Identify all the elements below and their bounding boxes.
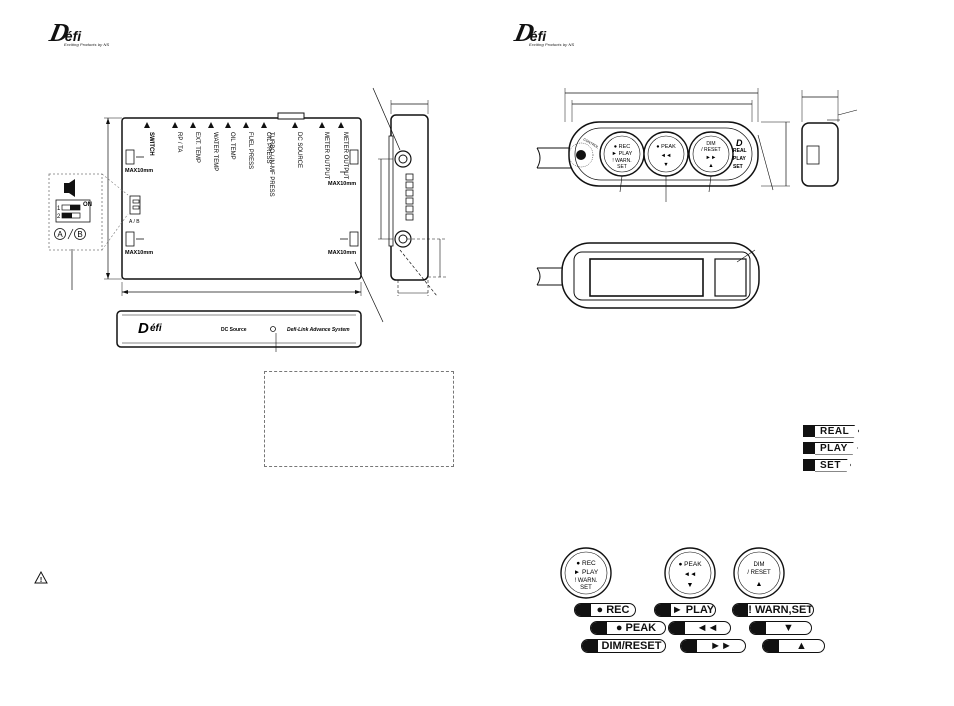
svg-text:►►: ►► [706, 155, 717, 161]
pill-play: ► PLAY [654, 603, 716, 617]
svg-text:!: ! [40, 577, 42, 584]
side-label-real: REAL [733, 148, 747, 154]
dc-source-led [270, 326, 276, 332]
dip-small-label: A / B [129, 219, 140, 225]
svg-text:/ RESET: / RESET [747, 570, 771, 576]
port-label-ext-temp: EXT. TEMP [194, 132, 200, 163]
controller-diagram: CONTROL ● REC ► PLAY ! WARN. SET ● PEAK … [536, 88, 858, 599]
mode-badge-real: REAL [803, 424, 860, 438]
port-label-rp: RP / TA [176, 132, 182, 152]
dip-on-label: ON [83, 202, 92, 208]
svg-text:▼: ▼ [663, 162, 668, 168]
svg-text:SET: SET [580, 585, 592, 591]
pill-peak: ● PEAK [590, 621, 666, 635]
svg-text:► PLAY: ► PLAY [574, 569, 599, 576]
port-label-dc-source: DC SOURCE [296, 132, 302, 168]
controller-logo-mark: D [736, 138, 743, 148]
front-logo-mark: D [138, 320, 149, 337]
dip-pos-1: 1 [57, 206, 61, 212]
svg-text:◄◄: ◄◄ [661, 153, 672, 159]
mode-badge-set: SET [803, 458, 851, 472]
svg-text:DIM: DIM [754, 562, 765, 568]
legend-button-rec: ● REC ► PLAY ! WARN. SET [560, 547, 612, 599]
unit-side-view [390, 114, 429, 281]
side-label-play: PLAY [733, 156, 747, 162]
port-label-meter-output-2: METER OUTPUT [342, 132, 348, 180]
svg-text:● REC: ● REC [614, 144, 630, 150]
speaker-icon [69, 179, 75, 197]
svg-text:▼: ▼ [687, 582, 694, 589]
svg-text:◄◄: ◄◄ [684, 571, 697, 578]
controller-side-view [801, 122, 839, 187]
svg-text:B: B [77, 230, 82, 239]
unit-top-view [121, 117, 362, 280]
port-label-meter-output-1: METER OUTPUT [323, 132, 329, 180]
legend-button-peak: ● PEAK ◄◄ ▼ [664, 547, 716, 599]
svg-text:● PEAK: ● PEAK [656, 144, 676, 150]
display-window [589, 258, 704, 297]
defi-logo-left: Défi Exciting Products by NS [47, 18, 110, 47]
port-label-turbo: TURBO / IN-MF PRESS [268, 132, 274, 197]
sensor-window [714, 258, 747, 297]
pill-rec: ● REC [574, 603, 636, 617]
unit-front-view [116, 310, 362, 348]
defi-logo-right: Défi Exciting Products by NS [512, 18, 575, 47]
svg-text:SET: SET [617, 164, 627, 170]
svg-text:! WARN.: ! WARN. [612, 158, 631, 164]
max-label-4: MAX10mm [328, 250, 356, 256]
dip-pos-2: 2 [57, 214, 61, 220]
max-label-3: MAX10mm [328, 181, 356, 187]
port-label-oil-temp: OIL TEMP [229, 132, 235, 160]
pill-warn-set: ! WARN,SET [732, 603, 814, 617]
svg-text:► PLAY: ► PLAY [612, 151, 633, 157]
svg-text:● PEAK: ● PEAK [678, 561, 702, 568]
warning-icon [34, 570, 48, 584]
max-label-2: MAX10mm [125, 250, 153, 256]
mode-badge-play: PLAY [803, 441, 858, 455]
port-label-oil-press: OIL PRESS [265, 132, 271, 163]
svg-text:DIM: DIM [706, 141, 715, 147]
control-jack [576, 150, 586, 160]
switch-label: SWITCH [148, 132, 154, 156]
svg-text:A: A [57, 230, 63, 239]
dip-circle-b [74, 228, 86, 240]
svg-text:▲: ▲ [756, 581, 763, 588]
svg-text:▲: ▲ [708, 163, 713, 169]
note-box [264, 371, 454, 467]
svg-text:● REC: ● REC [576, 560, 596, 567]
port-label-fuel-press: FUEL PRESS [247, 132, 253, 169]
pill-rewind: ◄◄ [668, 621, 731, 635]
max-label-1: MAX10mm [125, 168, 153, 174]
front-logo-word: éfi [150, 323, 162, 334]
dim-reset-button[interactable] [688, 131, 734, 177]
pill-up: ▲ [762, 639, 825, 653]
dc-source-label: DC Source [221, 327, 247, 333]
system-label: Defi-Link Advance System [287, 327, 350, 333]
pill-down: ▼ [749, 621, 812, 635]
pill-dim-reset: DIM/RESET [581, 639, 666, 653]
side-label-set: SET [733, 164, 743, 170]
port-label-water-temp: WATER TEMP [212, 132, 218, 171]
legend-button-dim: DIM / RESET ▲ [733, 547, 785, 599]
pill-forward: ►► [680, 639, 746, 653]
dip-circle-a [54, 228, 66, 240]
svg-text:! WARN.: ! WARN. [574, 578, 597, 584]
svg-text:/ RESET: / RESET [701, 147, 720, 153]
control-unit-diagram: SWITCH RP / TA EXT. TEMP WATER TEMP OIL … [34, 87, 446, 584]
